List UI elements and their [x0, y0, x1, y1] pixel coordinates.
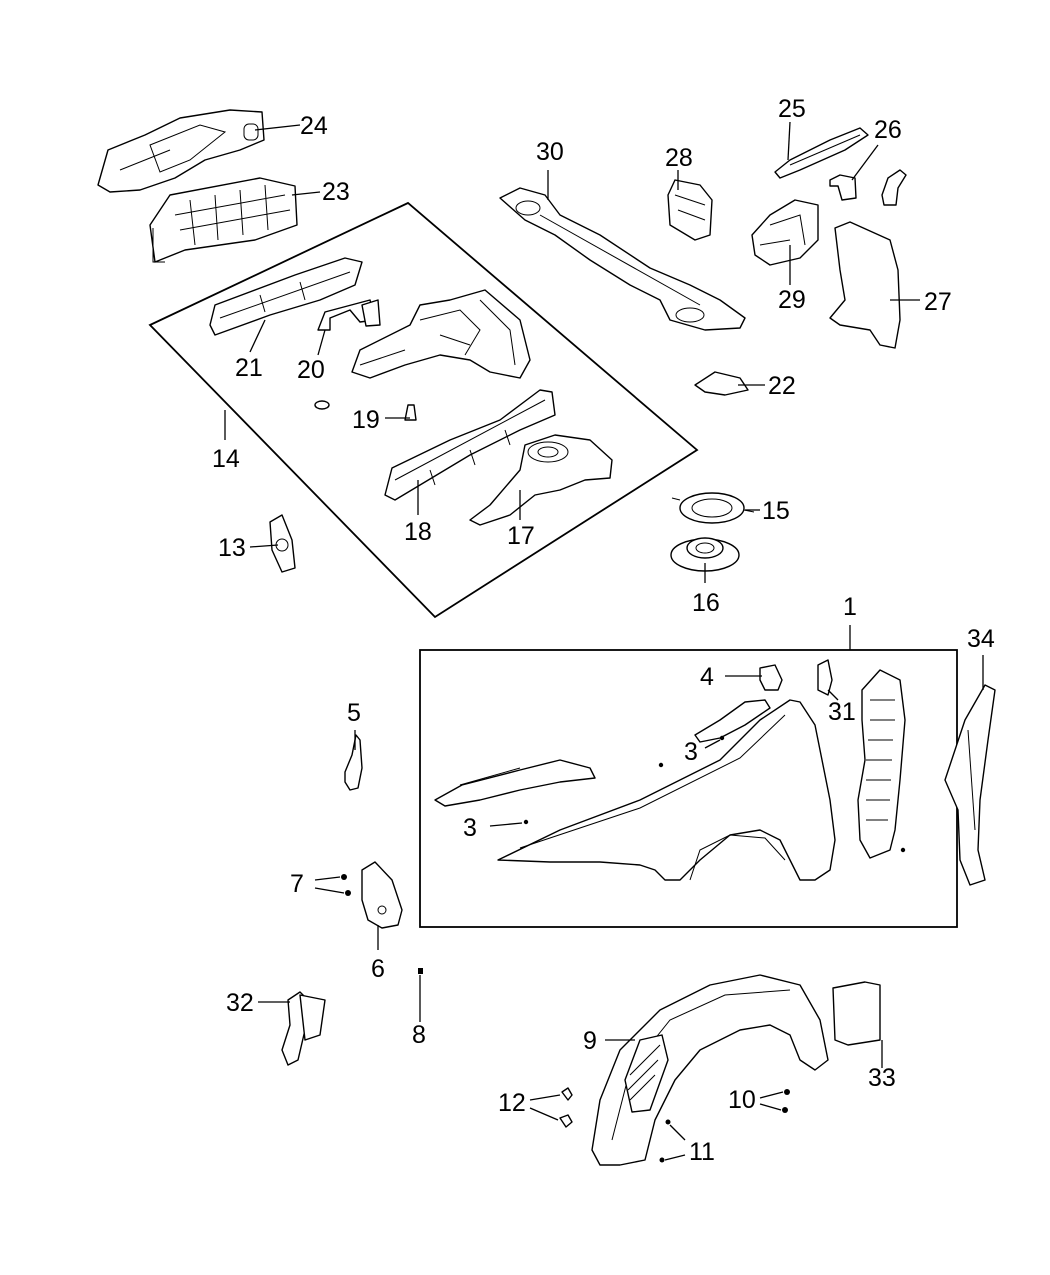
- callout-1: 1: [843, 593, 857, 621]
- part-19-clips[interactable]: [314, 400, 417, 421]
- callout-11: 11: [689, 1138, 715, 1166]
- part-fender-liner[interactable]: [857, 669, 906, 859]
- part-23-rail[interactable]: [149, 177, 298, 263]
- part-3-fastener-b[interactable]: [658, 762, 664, 768]
- part-8-clip[interactable]: [418, 968, 423, 974]
- callout-10: 10: [728, 1086, 756, 1114]
- part-fender-upper-strip[interactable]: [434, 759, 596, 807]
- part-16-mount[interactable]: [670, 537, 740, 572]
- part-18-rail[interactable]: [384, 389, 556, 501]
- part-5-bracket[interactable]: [344, 734, 363, 791]
- callout-33: 33: [868, 1064, 896, 1092]
- callout-25: 25: [778, 95, 806, 123]
- part-17-wheelhouse[interactable]: [469, 434, 613, 526]
- part-7-bolt-b[interactable]: [345, 890, 351, 896]
- callout-30: 30: [536, 138, 564, 166]
- part-fastener-d[interactable]: [900, 847, 906, 853]
- callout-7: 7: [290, 870, 304, 898]
- part-11-fastener-b[interactable]: [659, 1157, 665, 1163]
- part-21-rail[interactable]: [209, 257, 363, 336]
- callout-26: 26: [874, 116, 902, 144]
- part-7-bolt-a[interactable]: [341, 874, 347, 880]
- callout-4: 4: [700, 663, 714, 691]
- part-30-crossmember[interactable]: [499, 187, 746, 331]
- part-29-bracket[interactable]: [751, 199, 819, 266]
- callout-3-lower: 3: [463, 814, 477, 842]
- part-10-fastener-a[interactable]: [784, 1089, 790, 1095]
- part-9-wheel-liner[interactable]: [591, 974, 829, 1166]
- callout-21: 21: [235, 354, 263, 382]
- callout-6: 6: [371, 955, 385, 983]
- part-31-bracket[interactable]: [817, 659, 833, 696]
- part-24-panel[interactable]: [97, 109, 265, 193]
- callout-19: 19: [352, 406, 380, 434]
- callout-17: 17: [507, 522, 535, 550]
- part-20-bracket[interactable]: [317, 299, 381, 331]
- part-25-rail[interactable]: [774, 127, 869, 179]
- callout-15: 15: [762, 497, 790, 525]
- callout-34: 34: [967, 625, 995, 653]
- part-12-clip-a[interactable]: [561, 1087, 573, 1101]
- part-front-structure[interactable]: [351, 289, 531, 379]
- callout-23: 23: [322, 178, 350, 206]
- callout-24: 24: [300, 112, 328, 140]
- leader-lines: [224, 121, 984, 1161]
- callout-13: 13: [218, 534, 246, 562]
- part-6-bracket[interactable]: [361, 861, 403, 929]
- callout-20: 20: [297, 356, 325, 384]
- callout-labels: 24 23 21 20 19 14 18 17 13 30 28 25 26 2…: [212, 95, 995, 1166]
- callout-28: 28: [665, 144, 693, 172]
- callout-22: 22: [768, 372, 796, 400]
- callout-9: 9: [583, 1027, 597, 1055]
- part-fender[interactable]: [497, 699, 836, 881]
- callout-12: 12: [498, 1089, 526, 1117]
- part-3-fastener-a[interactable]: [523, 819, 529, 825]
- part-34-rail[interactable]: [944, 684, 996, 886]
- callout-14: 14: [212, 445, 240, 473]
- part-32-bracket[interactable]: [281, 991, 326, 1066]
- callout-5: 5: [347, 699, 361, 727]
- part-22-bracket[interactable]: [694, 371, 749, 396]
- part-15-ring[interactable]: [671, 492, 755, 524]
- part-26-brackets[interactable]: [829, 169, 907, 206]
- part-10-fastener-b[interactable]: [782, 1107, 788, 1113]
- callout-29: 29: [778, 286, 806, 314]
- part-12-clip-b[interactable]: [559, 1114, 573, 1128]
- callout-8: 8: [412, 1021, 426, 1049]
- group-box-14: [148, 201, 699, 619]
- callout-3-upper: 3: [684, 738, 698, 766]
- part-28-bracket[interactable]: [667, 179, 713, 241]
- callout-27: 27: [924, 288, 952, 316]
- part-11-fastener-a[interactable]: [665, 1119, 671, 1125]
- part-13-plate[interactable]: [269, 514, 296, 573]
- part-33-pad[interactable]: [832, 981, 881, 1046]
- callout-18: 18: [404, 518, 432, 546]
- part-27-panel[interactable]: [829, 221, 901, 349]
- callout-31: 31: [828, 698, 856, 726]
- part-fender-shield[interactable]: [694, 699, 771, 743]
- part-4-bracket[interactable]: [759, 664, 783, 691]
- callout-32: 32: [226, 989, 254, 1017]
- part-3-fastener-c[interactable]: [719, 735, 725, 741]
- callout-16: 16: [692, 589, 720, 617]
